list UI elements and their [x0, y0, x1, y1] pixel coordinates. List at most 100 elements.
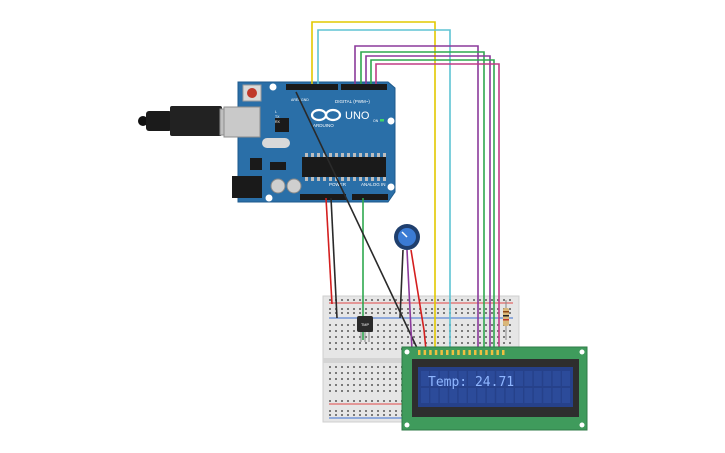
breadboard-hole: [365, 390, 367, 392]
breadboard-hole: [365, 348, 367, 350]
breadboard-hole: [353, 390, 355, 392]
breadboard-hole: [347, 366, 349, 368]
breadboard-hole: [383, 342, 385, 344]
breadboard-hole: [491, 312, 493, 314]
breadboard-hole: [341, 390, 343, 392]
breadboard-hole: [377, 348, 379, 350]
breadboard-hole: [389, 324, 391, 326]
lcd-pin: [462, 350, 466, 355]
mcu-pin: [353, 177, 356, 181]
mcu-pin: [323, 177, 326, 181]
lcd-char-cell: [562, 388, 570, 403]
breadboard-hole: [431, 342, 433, 344]
breadboard-hole: [359, 299, 361, 301]
breadboard-hole: [467, 308, 469, 310]
breadboard-hole: [413, 312, 415, 314]
breadboard-hole: [359, 414, 361, 416]
breadboard-hole: [371, 372, 373, 374]
breadboard-hole: [455, 299, 457, 301]
breadboard-hole: [329, 414, 331, 416]
mcu-pins: [305, 153, 386, 181]
breadboard-hole: [329, 308, 331, 310]
breadboard-hole: [455, 308, 457, 310]
breadboard-hole: [347, 400, 349, 402]
breadboard-hole: [353, 384, 355, 386]
breadboard-hole: [389, 348, 391, 350]
mcu-pin: [365, 177, 368, 181]
breadboard-hole: [473, 308, 475, 310]
breadboard-hole: [335, 348, 337, 350]
mcu-pin: [341, 153, 344, 157]
breadboard-hole: [353, 378, 355, 380]
breadboard-hole: [347, 384, 349, 386]
lcd-pin: [474, 350, 477, 355]
breadboard-hole: [401, 324, 403, 326]
lcd-pin: [485, 350, 488, 355]
breadboard-hole: [437, 330, 439, 332]
breadboard-hole: [371, 336, 373, 338]
breadboard-hole: [377, 330, 379, 332]
breadboard-hole: [437, 312, 439, 314]
breadboard-hole: [485, 324, 487, 326]
breadboard-hole: [479, 324, 481, 326]
breadboard-hole: [461, 324, 463, 326]
reset-button: [247, 88, 257, 98]
lcd-char-cell: [552, 388, 561, 403]
lcd-char-cell: [524, 371, 533, 386]
breadboard-hole: [329, 372, 331, 374]
breadboard-hole: [347, 312, 349, 314]
breadboard-hole: [455, 336, 457, 338]
breadboard-hole: [329, 336, 331, 338]
mcu-pin: [329, 177, 332, 181]
breadboard-hole: [395, 336, 397, 338]
wire-green-2: [370, 59, 495, 350]
breadboard-hole: [407, 299, 409, 301]
analog-header-label: ANALOG IN: [361, 182, 386, 187]
breadboard-hole: [395, 366, 397, 368]
breadboard-hole: [377, 366, 379, 368]
breadboard-hole: [329, 312, 331, 314]
lcd-pin: [446, 350, 449, 355]
breadboard-hole: [389, 299, 391, 301]
breadboard-hole: [377, 384, 379, 386]
breadboard-hole: [485, 330, 487, 332]
breadboard-hole: [473, 342, 475, 344]
breadboard-hole: [395, 390, 397, 392]
breadboard-hole: [371, 378, 373, 380]
breadboard-hole: [425, 336, 427, 338]
breadboard-hole: [377, 378, 379, 380]
lcd-char-cell: [496, 371, 505, 386]
lcd-pin: [457, 350, 460, 355]
breadboard-hole: [467, 336, 469, 338]
breadboard-hole: [353, 342, 355, 344]
breadboard-hole: [395, 308, 397, 310]
lcd-char-cell: [496, 388, 505, 403]
breadboard-hole: [341, 384, 343, 386]
breadboard-hole: [509, 330, 511, 332]
breadboard-hole: [467, 330, 469, 332]
mcu-pin: [377, 177, 380, 181]
lcd-char-cell: [449, 371, 458, 386]
breadboard-hole: [467, 324, 469, 326]
breadboard-hole: [461, 308, 463, 310]
breadboard-hole: [497, 308, 499, 310]
breadboard-hole: [461, 299, 463, 301]
breadboard-hole: [335, 414, 337, 416]
breadboard-hole: [347, 330, 349, 332]
breadboard-hole: [335, 400, 337, 402]
breadboard-hole: [509, 299, 511, 301]
breadboard-hole: [359, 372, 361, 374]
breadboard-hole: [437, 342, 439, 344]
breadboard-hole: [497, 324, 499, 326]
breadboard-hole: [497, 312, 499, 314]
lcd-char-cell: [524, 388, 533, 403]
breadboard-hole: [479, 330, 481, 332]
lcd-display-text: Temp: 24.71: [428, 375, 514, 390]
breadboard-hole: [389, 308, 391, 310]
mcu-pin: [383, 177, 386, 181]
breadboard-hole: [497, 330, 499, 332]
breadboard-hole: [431, 330, 433, 332]
breadboard-hole: [491, 324, 493, 326]
breadboard-hole: [455, 330, 457, 332]
breadboard-hole: [335, 372, 337, 374]
